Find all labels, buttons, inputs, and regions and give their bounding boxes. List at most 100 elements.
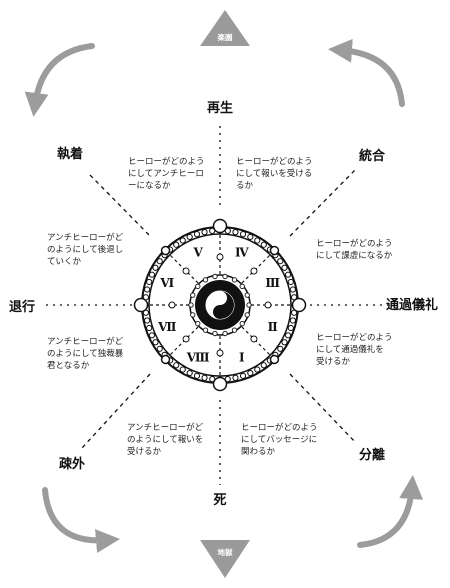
diagonal-node (269, 354, 280, 365)
rim-bead (239, 372, 247, 379)
spoke-knob (182, 267, 190, 275)
hub-bead (195, 283, 201, 290)
direction-southwest: 疎外 (59, 456, 85, 472)
curved-arrow-icon (42, 487, 120, 553)
cardinal-node (212, 218, 228, 234)
spoke-knob (264, 301, 272, 309)
roman-numeral: Ⅴ (193, 245, 204, 259)
cardinal-node (291, 297, 307, 313)
rim-bead (260, 362, 267, 369)
rim-bead (152, 264, 159, 271)
spoke-knob (182, 335, 190, 343)
hub-bead (222, 330, 228, 337)
curved-arrow-icon (24, 43, 95, 117)
hub-bead (212, 330, 218, 337)
desc-ene: ヒーローがどのよう にして課虚になるか (316, 238, 395, 261)
diagonal-node (160, 354, 171, 365)
hub-bead (239, 320, 245, 327)
hub-bead (190, 312, 196, 318)
hub-bead (190, 292, 196, 298)
rim-bead (156, 258, 163, 265)
corner-arrows (24, 38, 424, 553)
rim-bead (281, 339, 288, 346)
diagonal-node (160, 245, 171, 256)
hub-bead (222, 273, 228, 280)
hell-label: 地獄 (218, 547, 233, 557)
rim-bead (179, 366, 186, 373)
roman-numeral: Ⅱ (268, 320, 278, 334)
hub-bead (244, 292, 250, 298)
rim-bead (144, 317, 151, 324)
rim-bead (289, 286, 296, 293)
hub-bead (195, 320, 201, 327)
rim-bead (173, 241, 180, 248)
triangle-down-icon (200, 540, 250, 578)
hub-bead (246, 302, 252, 308)
desc-ssw: アンチヒーローがど のようにして報いを 受けるか (127, 422, 206, 457)
rim-bead (148, 332, 156, 339)
rim-bead (179, 237, 186, 244)
rim-bead (281, 264, 288, 271)
roman-numeral: Ⅲ (265, 276, 280, 290)
paradise-label: 楽園 (217, 32, 233, 42)
direction-south: 死 (213, 493, 226, 508)
rim-bead (254, 366, 261, 373)
direction-north: 再生 (207, 100, 233, 116)
desc-wsw: アンチヒーローがど のようにして独裁暴 君となるか (47, 336, 126, 371)
rim-bead (289, 317, 296, 324)
rim-nodes (133, 218, 307, 392)
rim-bead (277, 258, 284, 265)
wheel-inner-ring (148, 233, 292, 377)
rim-bead (193, 372, 201, 379)
rim-bead (201, 229, 208, 236)
desc-nnw: ヒーローがどのよう にしてアンチヒーロ ーになるか (128, 156, 207, 191)
hell-marker: 地獄 (200, 540, 250, 578)
hub-bead (231, 277, 238, 283)
hub-beads (188, 273, 252, 337)
rim-bead (277, 345, 284, 352)
direction-northwest: 執着 (57, 146, 83, 162)
yin-yang-icon (205, 290, 235, 320)
direction-northeast: 統合 (359, 148, 386, 164)
hub-bead (202, 277, 209, 283)
spoke-knob (250, 267, 258, 275)
rim-bead (173, 362, 180, 369)
desc-sse: ヒーローがどのよう にしてバッセージに 関わるか (241, 422, 320, 457)
rim-bead (247, 233, 254, 241)
desc-ese: ヒーローがどのよう にして通過儀礼を 受けるか (316, 332, 395, 367)
roman-numeral: Ⅰ (239, 351, 245, 365)
rim-bead (201, 374, 208, 381)
desc-nne: ヒーローがどのよう にして報いを受ける るか (236, 156, 315, 191)
rim-bead (146, 324, 153, 332)
hub-bead (244, 312, 250, 318)
hub-bead (212, 273, 218, 280)
cardinal-node (212, 376, 228, 392)
wheel-spokes (149, 234, 291, 376)
rim-bead (152, 339, 159, 346)
diagonal-node (269, 245, 280, 256)
spoke-northwest (89, 174, 151, 237)
hub-bead (202, 327, 209, 333)
rim-bead (148, 271, 156, 278)
cardinal-node (133, 297, 149, 313)
rim-bead (186, 369, 193, 377)
rim-bead (284, 271, 292, 278)
hub-bead (231, 327, 238, 333)
rim-bead (232, 229, 239, 236)
rim-bead (144, 286, 151, 293)
direction-southeast: 分離 (359, 447, 385, 463)
spoke-knob (168, 301, 176, 309)
rim-bead (254, 237, 261, 244)
rim-bead (193, 231, 201, 238)
rim-bead (146, 278, 153, 286)
direction-east: 通過儀礼 (386, 297, 438, 313)
paradise-marker: 楽園 (200, 10, 250, 46)
roman-numeral: Ⅵ (159, 276, 174, 290)
rim-bead (239, 231, 247, 238)
rim-bead (260, 241, 267, 248)
spoke-southwest (81, 373, 151, 449)
triangle-up-icon (200, 10, 250, 46)
